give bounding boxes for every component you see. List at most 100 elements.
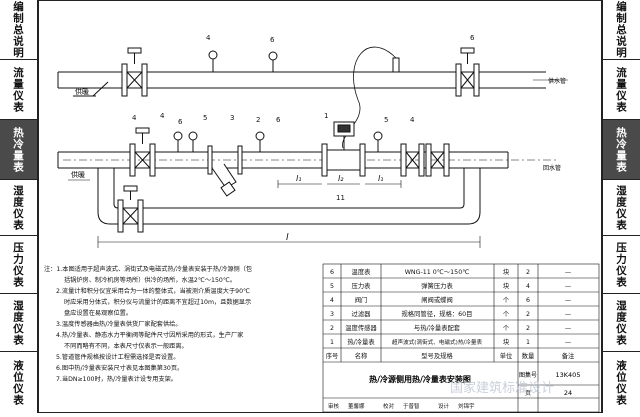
cell-no: 2: [330, 325, 334, 332]
filter-y-strainer: [207, 145, 243, 197]
note-line: 注：1.本图适用于超声波式、涡街式及电磁式热/冷量表安装于热/冷源侧（包: [44, 265, 252, 273]
drawing-title: 热/冷源侧用热/冷量表安装图: [369, 374, 471, 384]
cell-unit: 块: [503, 267, 510, 276]
note-line: 不同而略有不同，本表尺寸仅表示一般距离。: [64, 342, 188, 350]
cell-spec: 规格同管径，规格：60目: [402, 309, 473, 318]
cell-unit: 个: [503, 310, 510, 318]
cell-name: 热/冷量表: [347, 337, 375, 346]
right-tab-humidity[interactable]: 湿度仪表: [602, 294, 640, 352]
callout: 6: [276, 116, 281, 124]
gauges-return: [173, 131, 383, 152]
cell-no: 5: [330, 283, 334, 290]
valve-upper-right: [455, 47, 480, 97]
left-tab-general[interactable]: 编制总说明: [0, 0, 38, 60]
dim-total: l: [286, 233, 289, 243]
cell-no: 1: [330, 339, 334, 346]
cell-name: 温度传感器: [345, 323, 377, 332]
valve-bypass: [117, 185, 144, 233]
valve-return-left: [129, 127, 156, 177]
valve-upper-left: [121, 47, 148, 97]
cell-spec: 与热/冷量表配套: [414, 323, 461, 332]
callout: 6: [178, 118, 183, 126]
signature-item: 于普智: [403, 402, 420, 410]
callout: 4: [132, 114, 137, 122]
cell-note: —: [565, 269, 571, 276]
notes-block: 注：1.本图适用于超声波式、涡街式及电磁式热/冷量表安装于热/冷源侧（包 括锅炉…: [44, 265, 252, 383]
cell-note: —: [565, 283, 571, 290]
supply-pipe: [57, 71, 546, 89]
header-name: 名称: [355, 351, 368, 360]
callout: 3: [230, 114, 234, 122]
signature-item: 校对: [383, 402, 395, 410]
cell-name: 压力表: [352, 281, 372, 290]
left-tab-pressure[interactable]: 压力仪表: [0, 236, 38, 294]
left-tab-level[interactable]: 液位仪表: [0, 352, 38, 413]
right-section-tabs: 编制总说明 流量仪表 热冷量表 湿度仪表 压力仪表 湿度仪表 液位仪表: [602, 0, 640, 413]
right-tab-temperature[interactable]: 湿度仪表: [602, 180, 640, 236]
left-tab-temperature[interactable]: 湿度仪表: [0, 180, 38, 236]
cell-unit: 个: [503, 324, 510, 332]
left-tab-humidity[interactable]: 湿度仪表: [0, 294, 38, 352]
page-label: 页: [525, 390, 531, 397]
tab-label: 编制总说明: [615, 0, 627, 59]
note-line: 盘应设置在易观察位置。: [64, 309, 132, 317]
return-left-label: 供暖: [71, 170, 85, 179]
signature-row: 审核 董馨娜 校对 于普智 设计 刘锦宇: [328, 402, 475, 410]
tab-label: 热冷量表: [615, 126, 627, 173]
cell-spec: 弹簧压力表: [421, 281, 453, 290]
installation-drawing: 供暖 供水管: [38, 0, 602, 413]
header-unit: 单位: [500, 351, 513, 360]
tab-label: 湿度仪表: [615, 184, 627, 231]
note-line: 括锅炉房、制冷机房等场所）供冷的场所，水温2℃～150℃。: [64, 276, 236, 284]
right-tab-pressure[interactable]: 压力仪表: [602, 236, 640, 294]
cell-qty: 2: [526, 269, 530, 276]
watermark-text: 国家建筑标准设计: [450, 380, 554, 396]
right-tab-flow[interactable]: 流量仪表: [602, 60, 640, 120]
callout: 5: [384, 116, 388, 124]
cell-no: 4: [330, 297, 334, 304]
page-number: 24: [564, 389, 572, 397]
cell-note: —: [565, 325, 571, 332]
cell-name: 阀门: [355, 295, 368, 304]
right-tab-general[interactable]: 编制总说明: [602, 0, 640, 60]
cell-spec: WNG-11 0℃～150℃: [405, 269, 470, 276]
drawing-sheet: 供暖 供水管: [38, 0, 602, 413]
note-line: 4.热/冷量表、静态水力平衡阀等配件尺寸因所采用的形式，生产厂家: [56, 331, 243, 339]
cell-qty: 1: [526, 339, 530, 346]
callouts: 4 6 6 4 4 6 5 3 2 6 1 5 4 11: [132, 34, 475, 202]
tab-label: 热冷量表: [12, 126, 24, 173]
cell-qty: 2: [526, 325, 530, 332]
cell-qty: 2: [526, 311, 530, 318]
left-tab-flow[interactable]: 流量仪表: [0, 60, 38, 120]
right-tab-heat-meter[interactable]: 热冷量表: [602, 120, 640, 180]
header-qty: 数量: [522, 351, 535, 360]
meter-body: [321, 121, 366, 177]
dim-l1-right: l₁: [378, 174, 383, 183]
note-line: 3.温度传感器由热/冷量表供货厂家配套供给。: [56, 320, 182, 328]
cell-qty: 6: [526, 297, 530, 304]
valve-return-right: [400, 143, 450, 177]
cell-name: 过滤器: [352, 309, 372, 318]
tab-label: 压力仪表: [12, 241, 24, 288]
table-body: 6 温度表 WNG-11 0℃～150℃ 块 2 — 5 压力表 弹簧压力表 块…: [326, 267, 575, 360]
supply-right-label: 供水管: [548, 77, 566, 85]
cell-spec: 超声波式(涡街式、电磁式)热/冷量表: [392, 338, 483, 346]
callout: 5: [203, 114, 207, 122]
left-section-tabs: 编制总说明 流量仪表 热冷量表 湿度仪表 压力仪表 湿度仪表 液位仪表: [0, 0, 38, 413]
callout: 4: [160, 112, 165, 120]
atlas-label: 图集号: [519, 371, 537, 379]
header-note: 备注: [562, 351, 575, 360]
thermometer-upper: [208, 50, 400, 73]
equipment-table: [322, 263, 600, 413]
callout: 2: [256, 116, 260, 124]
right-tab-level[interactable]: 液位仪表: [602, 352, 640, 413]
callout: 6: [270, 36, 275, 44]
tab-label: 编制总说明: [12, 0, 24, 59]
dim-l1-left: l₁: [296, 174, 301, 183]
cell-note: —: [565, 297, 571, 304]
tab-label: 流量仪表: [615, 66, 627, 113]
note-line: 5.管道管件规格按设计工程需选择是否设置。: [56, 353, 179, 361]
supply-left-label: 供暖: [75, 87, 89, 96]
atlas-number: 13K405: [556, 371, 581, 379]
left-tab-heat-meter[interactable]: 热冷量表: [0, 120, 38, 180]
